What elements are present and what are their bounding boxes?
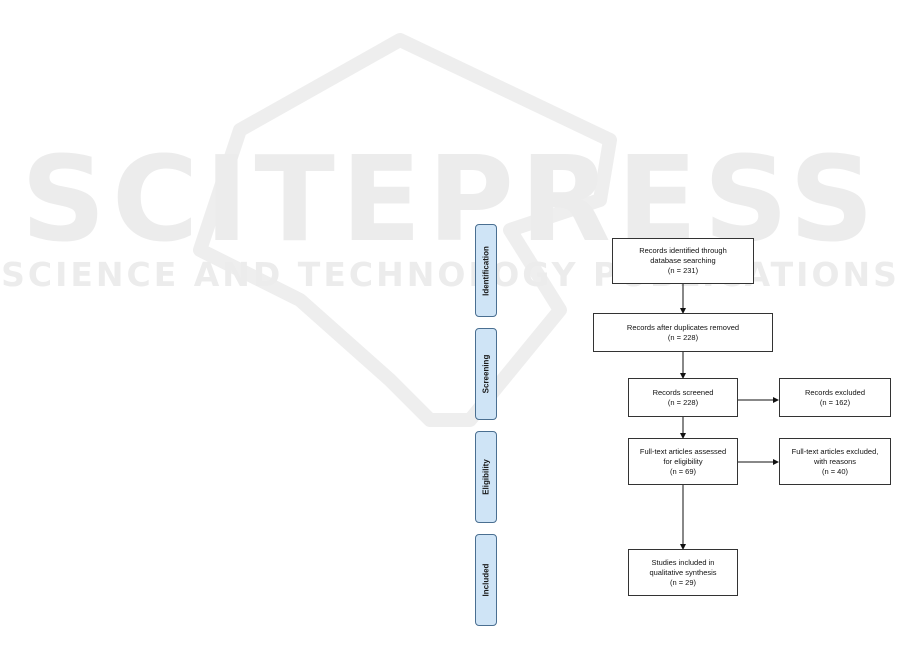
box-fulltext-excluded: Full-text articles excluded, with reason… <box>779 438 891 485</box>
box-fulltext-assessed-text: Full-text articles assessed for eligibil… <box>639 446 727 476</box>
box-records-screened: Records screened (n = 228) <box>628 378 738 417</box>
phase-included: Included <box>475 534 497 626</box>
box-fulltext-excluded-text: Full-text articles excluded, with reason… <box>791 446 879 476</box>
phase-screening: Screening <box>475 328 497 420</box>
box-records-screened-text: Records screened (n = 228) <box>652 387 714 407</box>
phase-identification-label: Identification <box>481 245 491 296</box>
box-records-excluded-text: Records excluded (n = 162) <box>804 387 866 407</box>
phase-identification: Identification <box>475 224 497 317</box>
box-duplicates-removed-text: Records after duplicates removed (n = 22… <box>626 322 740 342</box>
phase-included-label: Included <box>481 563 491 597</box>
box-records-identified: Records identified through database sear… <box>612 238 754 284</box>
box-studies-included-text: Studies included in qualitative synthesi… <box>649 557 717 587</box>
box-duplicates-removed: Records after duplicates removed (n = 22… <box>593 313 773 352</box>
box-studies-included: Studies included in qualitative synthesi… <box>628 549 738 596</box>
box-fulltext-assessed: Full-text articles assessed for eligibil… <box>628 438 738 485</box>
phase-screening-label: Screening <box>481 354 491 394</box>
box-records-excluded: Records excluded (n = 162) <box>779 378 891 417</box>
box-records-identified-text: Records identified through database sear… <box>639 246 727 275</box>
phase-eligibility-label: Eligibility <box>481 459 491 495</box>
phase-eligibility: Eligibility <box>475 431 497 523</box>
